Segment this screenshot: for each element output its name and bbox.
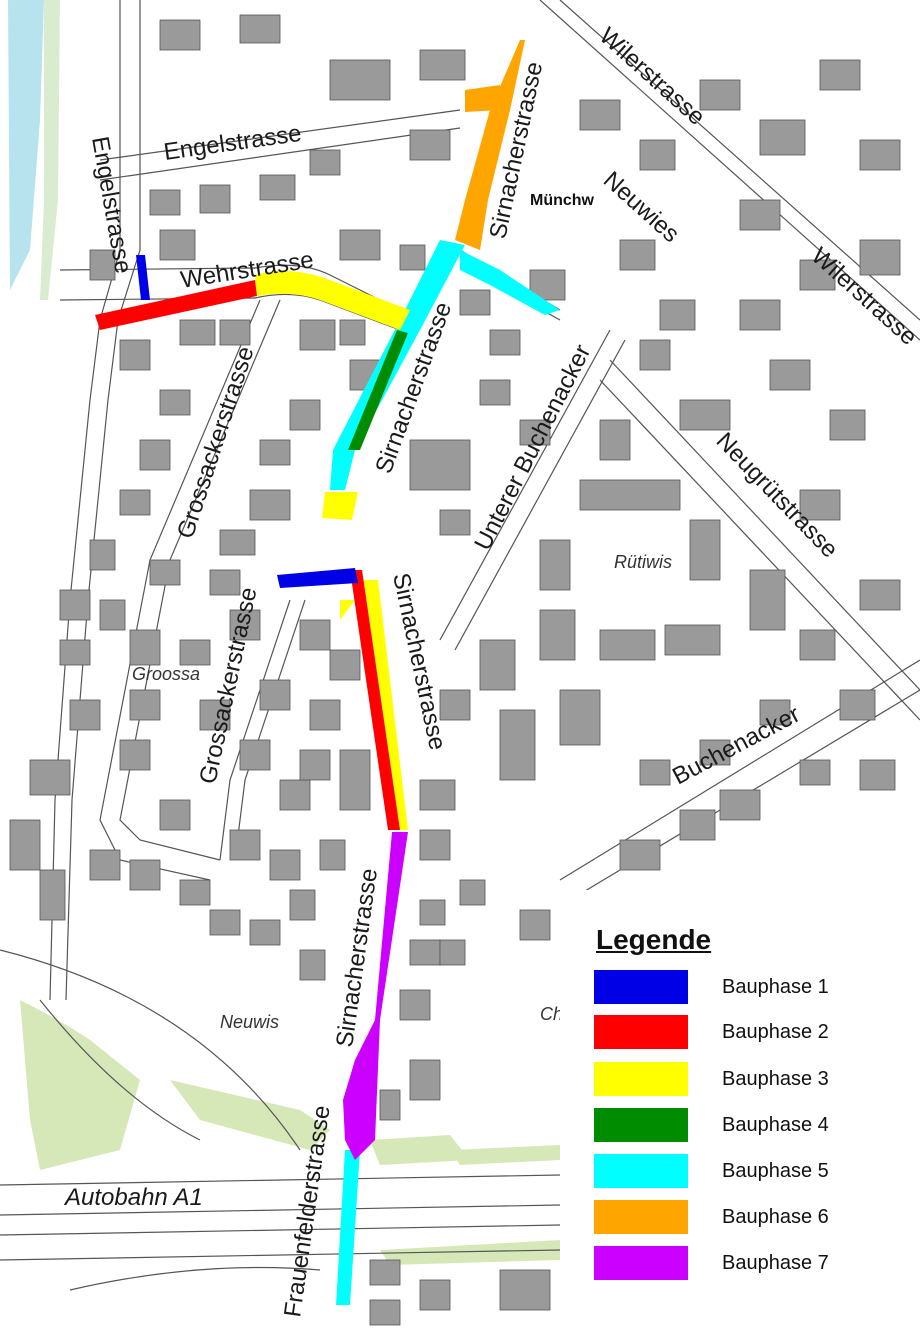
legend-item: Bauphase 6: [594, 1200, 829, 1234]
phase-3-hatch-north: [322, 492, 358, 520]
label-ch: Ch: [540, 1004, 563, 1024]
legend-swatch-phase-6: [594, 1200, 688, 1234]
phase-6-junction: [465, 85, 500, 112]
legend-item: Bauphase 2: [594, 1015, 829, 1049]
river-bank: [40, 0, 60, 300]
legend-label: Bauphase 1: [722, 975, 829, 998]
phase-2-wehrstrasse: [95, 280, 257, 330]
phase-4-segment: [348, 330, 408, 450]
legend-label: Bauphase 7: [722, 1251, 829, 1274]
phase-3-hatch-south: [362, 580, 408, 830]
legend-item: Bauphase 5: [594, 1154, 829, 1188]
phase-3-small: [340, 600, 355, 620]
phase-2-sirnacher: [350, 570, 400, 830]
legend-label: Bauphase 3: [722, 1067, 829, 1090]
legend-swatch-phase-7: [594, 1246, 688, 1280]
legend-swatch-phase-3: [594, 1062, 688, 1096]
legend-label: Bauphase 4: [722, 1113, 829, 1136]
legend-swatch-phase-1: [594, 970, 688, 1004]
phase-6-segment: [455, 40, 525, 250]
label-groossacker: Groossa: [132, 664, 200, 684]
phase-7-segment: [343, 832, 408, 1160]
phase-3-wehrstrasse: [255, 271, 410, 330]
legend: Legende Bauphase 1 Bauphase 2 Bauphase 3…: [560, 890, 920, 1332]
label-autobahn-a1: Autobahn A1: [63, 1184, 203, 1211]
river: [8, 0, 44, 290]
phase-1-grossacker: [277, 568, 358, 588]
legend-item: Bauphase 7: [594, 1246, 829, 1280]
legend-swatch-phase-4: [594, 1108, 688, 1142]
phase-1-engelstrasse: [136, 255, 150, 300]
legend-item: Bauphase 3: [594, 1062, 829, 1096]
legend-label: Bauphase 6: [722, 1205, 829, 1228]
legend-label: Bauphase 5: [722, 1159, 829, 1182]
legend-title: Legende: [596, 924, 712, 955]
label-ruetiwis: Rütiwis: [614, 552, 672, 572]
label-neuwis: Neuwis: [220, 1012, 279, 1032]
legend-swatch-phase-2: [594, 1015, 688, 1049]
green-areas: [20, 1000, 560, 1265]
legend-item: Bauphase 1: [594, 970, 829, 1004]
legend-label: Bauphase 2: [722, 1020, 829, 1043]
construction-phases: [95, 40, 560, 1305]
phase-5-segment-south: [336, 1150, 360, 1305]
legend-swatch-phase-5: [594, 1154, 688, 1188]
label-muenchwilen: Münchw: [530, 192, 595, 209]
legend-item: Bauphase 4: [594, 1108, 829, 1142]
phase-5-branch: [460, 250, 560, 315]
